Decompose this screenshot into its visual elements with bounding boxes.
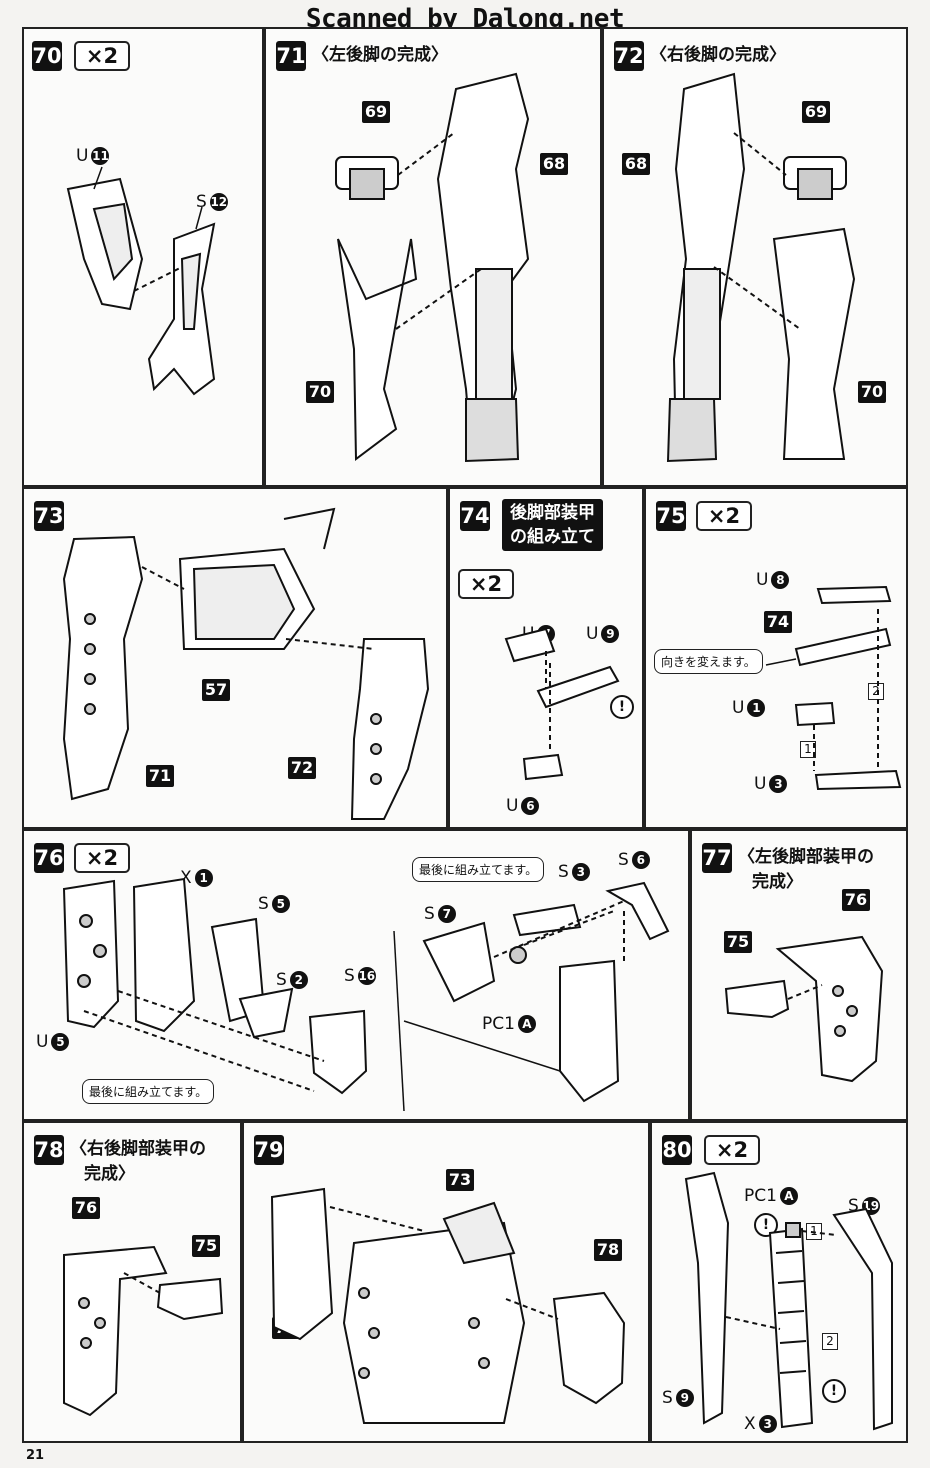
step-number: 72: [614, 41, 644, 71]
part-ref-75: 75: [192, 1235, 220, 1257]
armor-to-leg-illustration: [270, 1187, 626, 1424]
part-ref-68: 68: [540, 153, 568, 175]
part-ref-69: 69: [362, 101, 390, 123]
part-ref-76: 76: [72, 1197, 100, 1219]
multiplier-badge: ×2: [74, 41, 130, 71]
warning-icon: !: [754, 1213, 778, 1237]
part-ref-76: 76: [842, 889, 870, 911]
warning-icon: !: [822, 1379, 846, 1403]
step-number: 70: [32, 41, 62, 71]
step-title: 〈左後脚の完成〉: [312, 45, 448, 65]
part-ref-70: 70: [306, 381, 334, 403]
step-number: 74: [460, 501, 490, 531]
assembly-note: 最後に組み立てます。: [82, 1079, 215, 1104]
step-title-line2: 完成〉: [84, 1164, 135, 1184]
step-title-line1: 後脚部装甲: [510, 503, 595, 523]
orientation-note: 向きを変えます。: [654, 649, 763, 674]
order-marker-2: 2: [868, 683, 884, 700]
step-number: 79: [254, 1135, 284, 1165]
step-73-panel: 73 57 71 72: [22, 487, 448, 829]
leg-armor-assembly-illustration: [62, 877, 670, 1112]
step-number: 71: [276, 41, 306, 71]
part-ref-70: 70: [858, 381, 886, 403]
multiplier-badge: ×2: [74, 843, 130, 873]
right-leg-armor-illustration: [63, 1245, 224, 1417]
step-number: 75: [656, 501, 686, 531]
step-number: 77: [702, 843, 732, 873]
step-title: 後脚部装甲 の組み立て: [502, 499, 603, 551]
step-title-line1: 〈左後脚部装甲の: [738, 847, 874, 867]
armor-bracket-illustration: [504, 627, 620, 781]
step-title-line2: の組み立て: [510, 527, 595, 547]
step-number: 73: [34, 501, 64, 531]
step-number: 76: [34, 843, 64, 873]
part-ref-78: 78: [594, 1239, 622, 1261]
step-74-panel: 74 後脚部装甲 の組み立て ×2 U7 U9 U6 !: [448, 487, 644, 829]
part-ref-73: 73: [446, 1169, 474, 1191]
step-number: 78: [34, 1135, 64, 1165]
right-hind-leg-illustration: [666, 72, 856, 463]
part-ref-72: 72: [288, 757, 316, 779]
left-hind-leg-illustration: [335, 72, 530, 463]
step-71-panel: 71 〈左後脚の完成〉 69 68 70: [264, 27, 602, 487]
warning-icon: !: [610, 695, 634, 719]
step-number: 80: [662, 1135, 692, 1165]
step-title-line1: 〈右後脚部装甲の: [70, 1139, 206, 1159]
step-title: 〈右後脚の完成〉: [650, 45, 786, 65]
step-79-panel: 79 73 77 78: [242, 1121, 650, 1443]
leg-to-body-illustration: [62, 507, 430, 820]
multiplier-badge: ×2: [458, 569, 514, 599]
multiplier-badge: ×2: [704, 1135, 760, 1165]
bracket-assembly-illustration: [765, 585, 902, 791]
multiplier-badge: ×2: [696, 501, 752, 531]
part-ref-71: 71: [146, 765, 174, 787]
step-72-panel: 72 〈右後脚の完成〉 69 68 70: [602, 27, 908, 487]
page-number: 21: [26, 1448, 45, 1463]
step-title-line2: 完成〉: [752, 872, 803, 892]
order-marker-2: 2: [822, 1333, 838, 1350]
assembly-note: 最後に組み立てます。: [412, 857, 545, 882]
part-ref-69: 69: [802, 101, 830, 123]
armor-parts-illustration: [66, 166, 216, 396]
order-marker-1: 1: [800, 741, 816, 758]
step-78-panel: 78 〈右後脚部装甲の 完成〉 76 75: [22, 1121, 242, 1443]
part-ref-57: 57: [202, 679, 230, 701]
part-ref-74: 74: [764, 611, 792, 633]
frame-plate-illustration: [684, 1171, 893, 1431]
part-ref-68: 68: [622, 153, 650, 175]
part-ref-75: 75: [724, 931, 752, 953]
step-77-panel: 77 〈左後脚部装甲の 完成〉 76 75: [690, 829, 908, 1121]
left-leg-armor-illustration: [724, 935, 884, 1083]
